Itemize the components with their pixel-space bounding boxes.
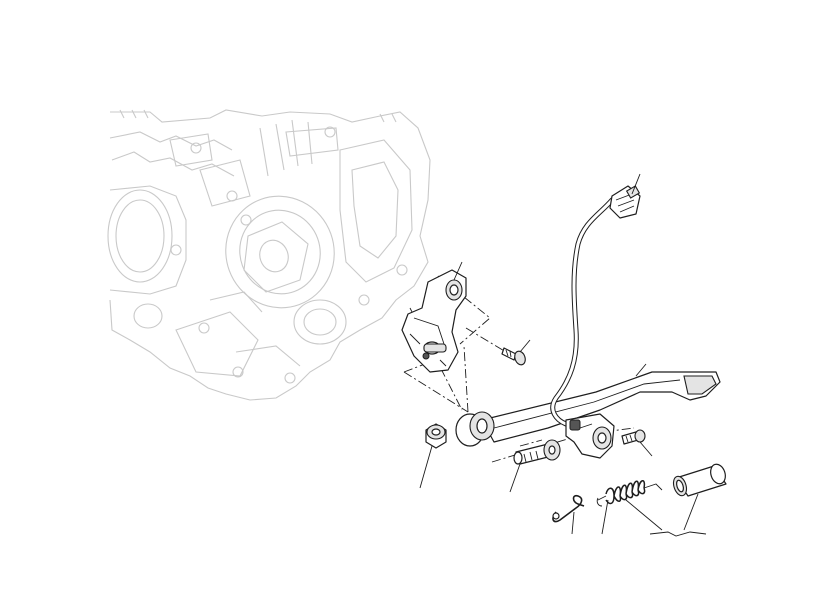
leader-lines [419,173,707,537]
side-stand-switch [565,413,615,459]
switch-screw [621,429,646,445]
side-stand-leg [455,371,721,447]
spring-cover-sleeve [672,463,727,497]
engine-crankcase [107,109,431,401]
pivot-pin [513,439,561,465]
side-stand-bracket [401,269,467,373]
retaining-clip [552,494,585,523]
return-spring [596,480,663,507]
pivot-bushing [425,423,447,449]
bracket-screw [501,347,526,366]
connector-plug [609,185,641,219]
